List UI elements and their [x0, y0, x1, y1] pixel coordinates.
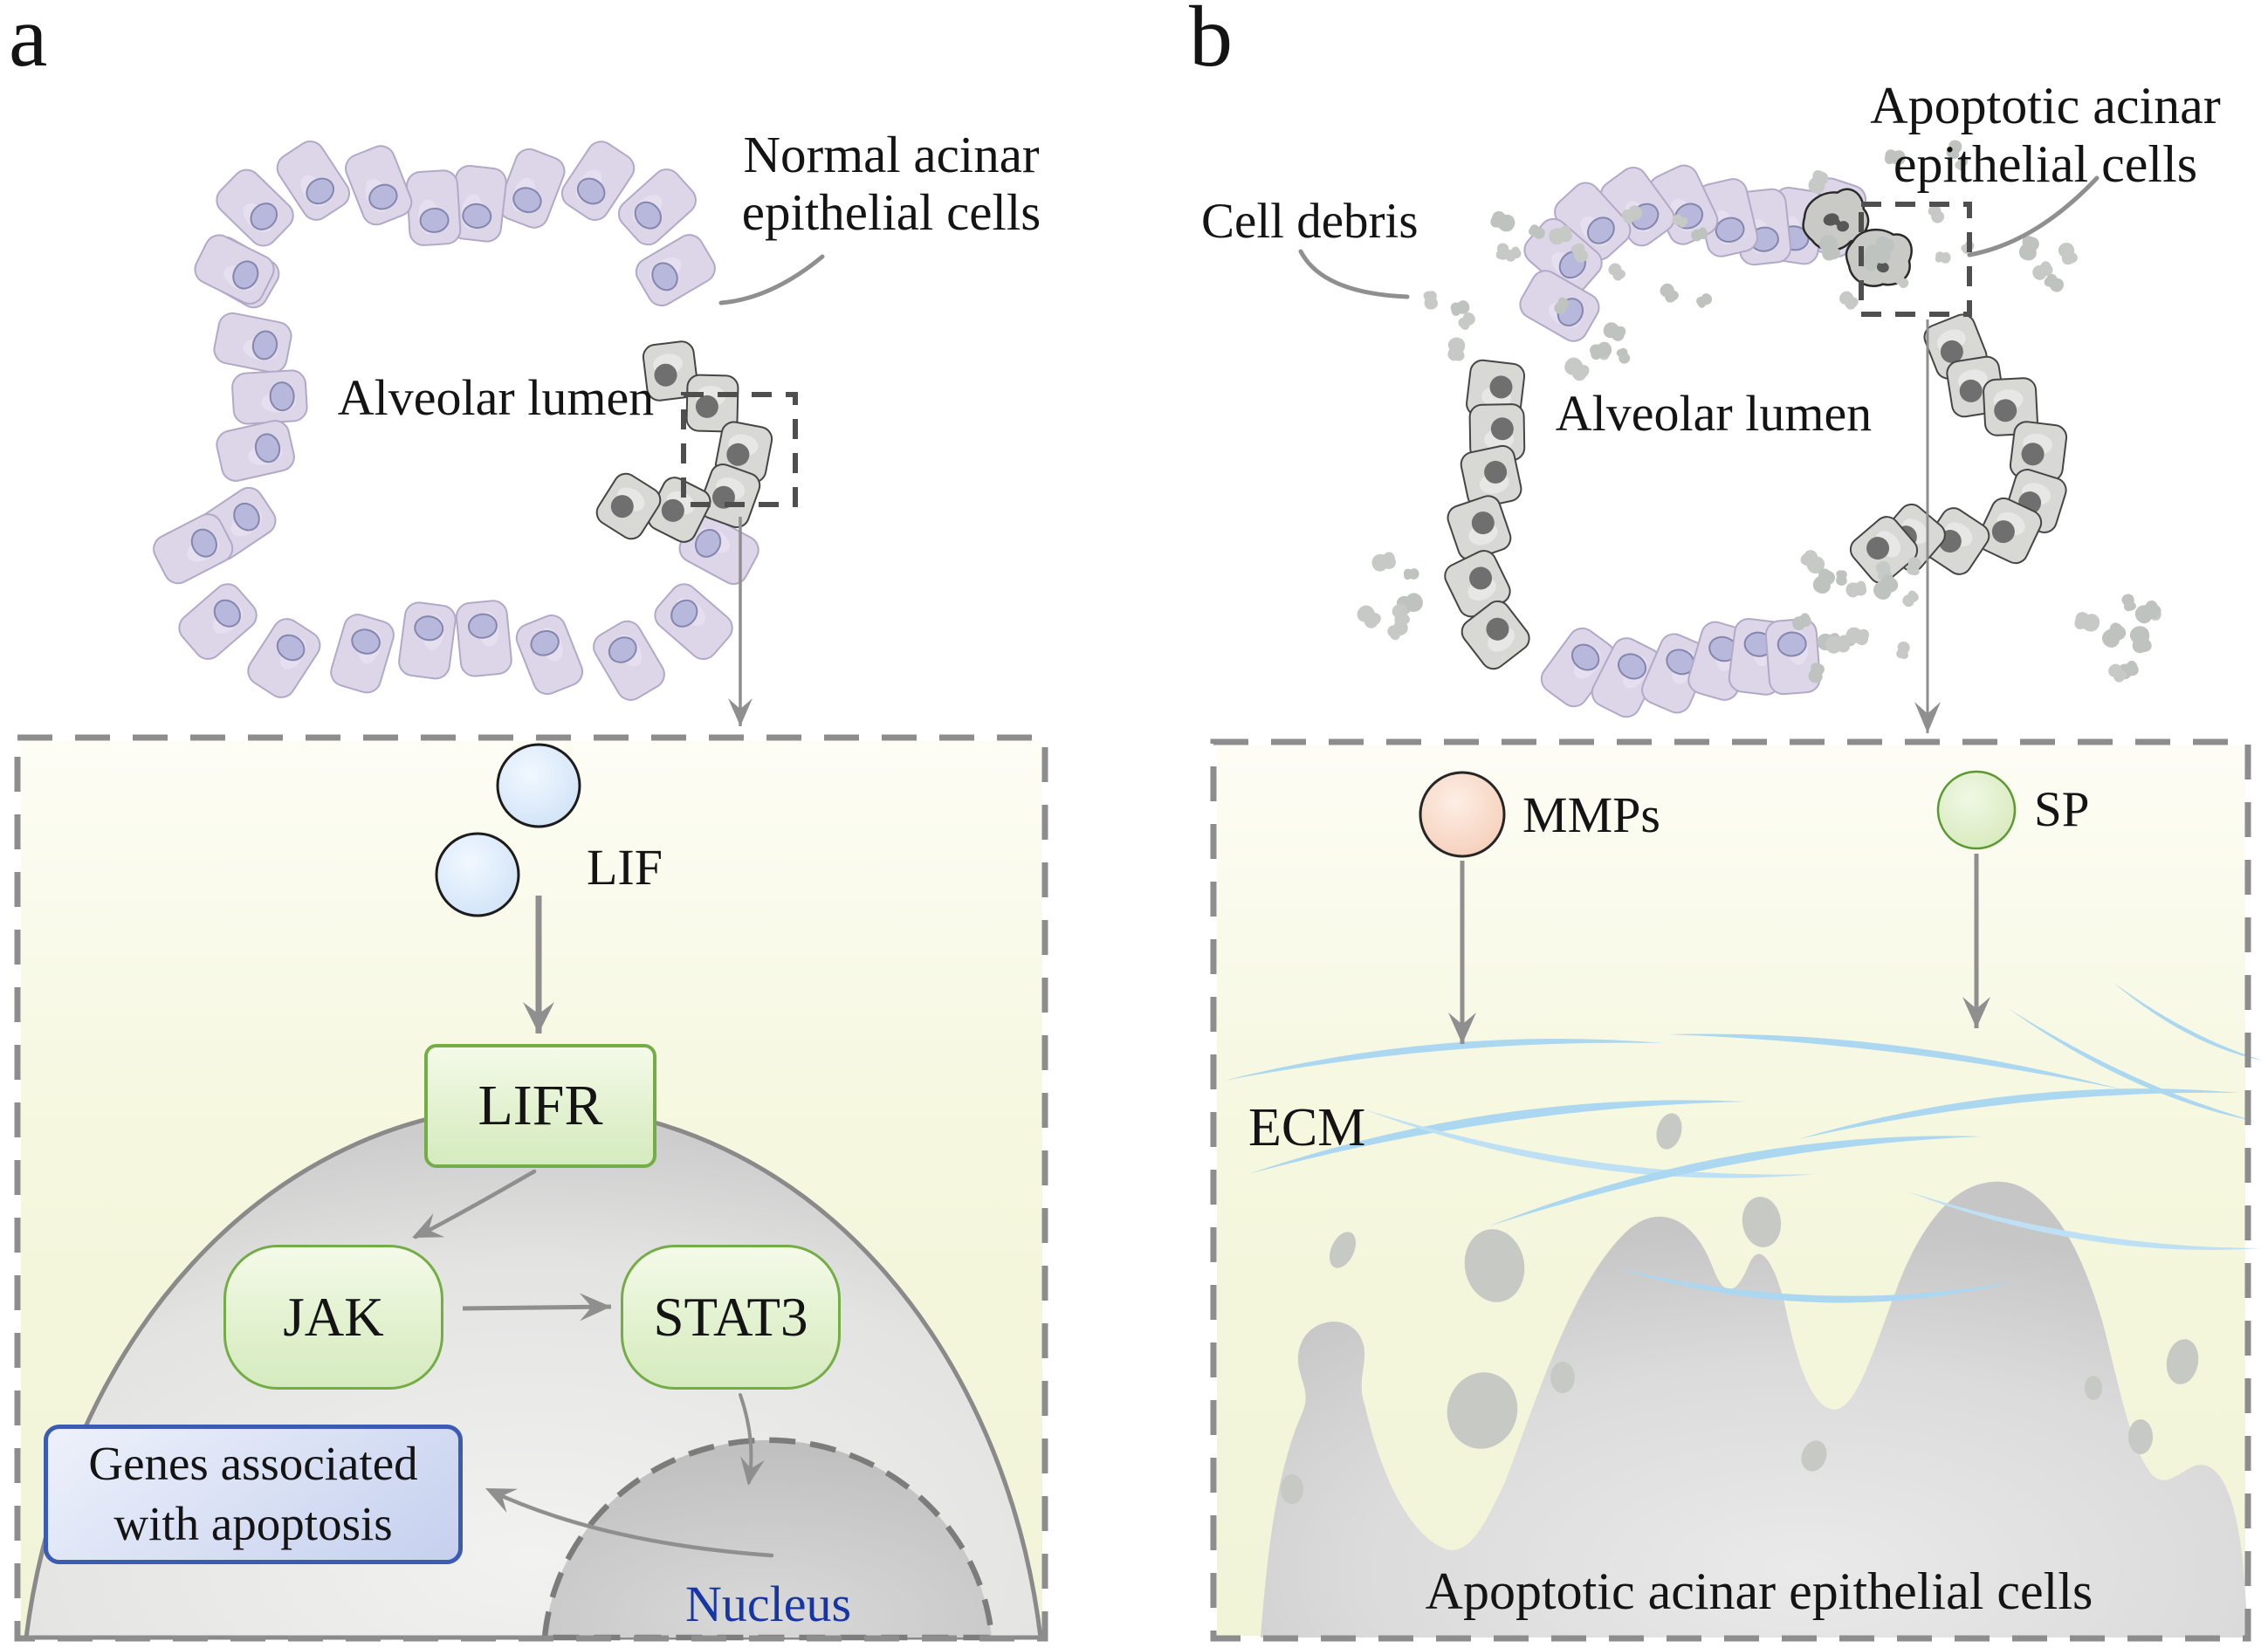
- apoptotic-cells-label: Apoptotic acinar epithelial cells: [1832, 77, 2259, 194]
- apoptotic-caption: Apoptotic acinar epithelial cells: [1425, 1562, 2093, 1620]
- normal-acinar-cells-label-line1: Normal acinar: [743, 126, 1040, 183]
- alveolar-lumen-label-b: Alveolar lumen: [1555, 385, 1873, 442]
- jak-node: JAK: [223, 1245, 443, 1390]
- stat3-node: STAT3: [621, 1245, 841, 1390]
- nucleus-label: Nucleus: [684, 1576, 852, 1632]
- normal-acinar-cells-label: Normal acinar epithelial cells: [721, 126, 1062, 241]
- sp-label: SP: [2034, 782, 2090, 837]
- apoptotic-cells-label-line1: Apoptotic acinar: [1870, 77, 2221, 134]
- mmps-label: MMPs: [1522, 786, 1660, 843]
- panel-b-letter: b: [1189, 0, 1233, 85]
- lifr-receptor-box: LIFR: [424, 1044, 656, 1168]
- lif-label: LIF: [587, 839, 663, 896]
- panel-a-letter: a: [9, 0, 48, 85]
- apoptotic-cells-label-line2: epithelial cells: [1893, 135, 2198, 194]
- apoptosis-genes-box: Genes associated with apoptosis: [44, 1425, 463, 1564]
- ecm-label: ECM: [1248, 1098, 1366, 1157]
- alveolar-lumen-label-a: Alveolar lumen: [337, 369, 655, 426]
- normal-acinar-cells-label-line2: epithelial cells: [741, 183, 1041, 242]
- apoptosis-genes-line2: with apoptosis: [113, 1497, 393, 1550]
- cell-debris-label: Cell debris: [1201, 194, 1419, 249]
- apoptosis-genes-line1: Genes associated: [88, 1437, 418, 1491]
